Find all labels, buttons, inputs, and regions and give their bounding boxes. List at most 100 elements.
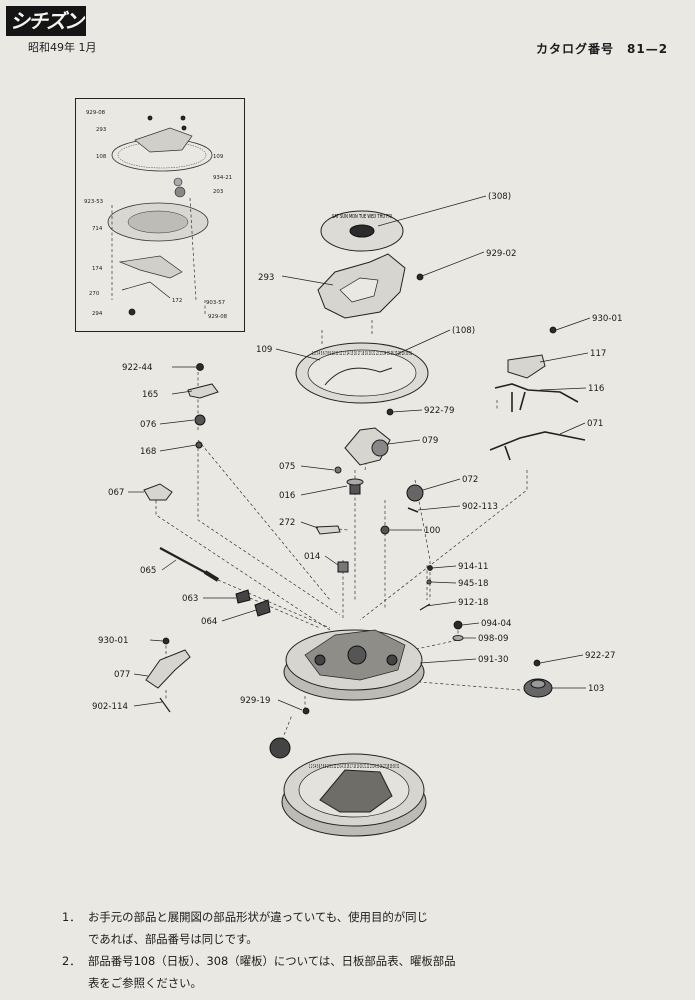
leader-lines (128, 195, 591, 711)
part-label: 071 (587, 419, 603, 429)
part-label: 063 (182, 594, 198, 604)
part-label: (308) (488, 192, 511, 202)
inset-labels: 929-08 293 108 109 934-21 203 923-53 714… (84, 110, 232, 320)
part-912-18 (419, 603, 431, 611)
part-label: 065 (140, 566, 156, 576)
brand-logo: シチズン (6, 6, 86, 36)
part-168 (195, 441, 203, 449)
part-label: 117 (590, 349, 606, 359)
part-label: 293 (258, 273, 274, 283)
document-date: 昭和49年 1月 (28, 41, 97, 54)
part-067 (143, 483, 173, 501)
part-label: 922-27 (585, 651, 615, 661)
part-label: 929-02 (486, 249, 516, 259)
inset-label: 923-53 (84, 199, 103, 205)
part-label: 077 (114, 670, 130, 680)
part-label: 945-18 (458, 579, 488, 589)
part-064 (254, 599, 271, 617)
part-094-04 (453, 620, 463, 630)
part-label: (108) (452, 326, 475, 336)
part-label: 014 (304, 552, 320, 562)
footnote-line: お手元の部品と展開図の部品形状が違っていても、使用目的が同じ (88, 910, 428, 924)
footnote-1: 1． お手元の部品と展開図の部品形状が違っていても、使用目的が同じ であれば、部… (62, 906, 456, 950)
footnote-number: 1． (62, 910, 81, 924)
inset-label: 294 (92, 311, 103, 317)
footnote-number: 2． (62, 954, 81, 968)
assembly-guide-lines (155, 320, 528, 746)
part-label: 075 (279, 462, 295, 472)
part-label: 016 (279, 491, 295, 501)
part-308-day-wheel: SAT SUN MON TUE WED THU FRI (320, 210, 404, 252)
inset-label: 270 (89, 291, 100, 297)
part-165 (187, 383, 219, 399)
inset-label: 172 (172, 298, 182, 304)
catalog-number: カタログ番号 81—2 (536, 42, 669, 56)
part-label: 930-01 (98, 636, 128, 646)
part-272 (315, 525, 341, 535)
part-label: 064 (201, 617, 217, 627)
part-902-113 (407, 507, 419, 513)
part-076-wheel (194, 414, 206, 426)
inset-overview-frame (75, 98, 245, 332)
footnotes: 1． お手元の部品と展開図の部品形状が違っていても、使用目的が同じ であれば、部… (62, 906, 456, 994)
inset-label: 108 (96, 154, 107, 160)
inset-drawing (107, 115, 213, 316)
part-label: 079 (422, 436, 438, 446)
part-117 (507, 354, 546, 379)
inset-label: 929-08 (86, 110, 106, 116)
part-108-date-wheel: 1 2 3 4 5 6 7 8 9 10 11 12 13 14 15 16 1… (295, 342, 429, 404)
screw-914-11 (427, 565, 433, 571)
part-091-30-main-movement (283, 629, 425, 701)
part-077 (145, 649, 191, 689)
part-labels: (308) 929-02 293 (108) 930-01 922-44 109… (92, 192, 622, 712)
inset-label: 903-57 (206, 300, 225, 306)
part-label: 067 (108, 488, 124, 498)
inset-label: 293 (96, 127, 106, 133)
footnote-line: 表をご参照ください。 (88, 976, 202, 990)
part-label: 272 (279, 518, 295, 528)
part-label: 100 (424, 526, 440, 536)
screw-922-44 (196, 363, 204, 371)
screw-945-18 (426, 579, 432, 585)
footnote-2: 2． 部品番号108（日板）、308（曜板）については、日板部品表、曜板部品 表… (62, 950, 456, 994)
part-063 (235, 589, 251, 604)
assembled-date-text: 1 2 3 4 5 6 7 8 9 10 11 12 13 14 15 16 1… (309, 764, 399, 770)
part-label: 072 (462, 475, 478, 485)
part-label: 914-11 (458, 562, 488, 572)
inset-label: 174 (92, 266, 103, 272)
screw-930-01-left (162, 637, 170, 645)
screw-929-19 (302, 707, 310, 715)
inset-label: 934-21 (213, 175, 232, 181)
part-label: 929-19 (240, 696, 270, 706)
part-label: 103 (588, 684, 604, 694)
screw-929-02 (416, 273, 424, 281)
part-071 (489, 431, 586, 461)
part-label: 922-79 (424, 406, 454, 416)
part-072-wheel (406, 484, 424, 502)
part-label: 091-30 (478, 655, 508, 665)
part-label: 116 (588, 384, 604, 394)
part-label: 098-09 (478, 634, 508, 644)
part-label: 922-44 (122, 363, 152, 373)
footnote-line: 部品番号108（日板）、308（曜板）については、日板部品表、曜板部品 (88, 954, 456, 968)
part-065-stem (159, 547, 211, 576)
date-wheel-text: 1 2 3 4 5 6 7 8 9 10 11 12 13 14 15 16 1… (312, 351, 412, 357)
assembled-movement-view: 1 2 3 4 5 6 7 8 9 10 11 12 13 14 15 16 1… (269, 737, 427, 837)
inset-label: 203 (213, 189, 223, 195)
part-label: 902-114 (92, 702, 128, 712)
screw-922-27 (533, 659, 541, 667)
inset-label: 929-08 (208, 314, 228, 320)
part-label: 168 (140, 447, 156, 457)
part-902-114 (159, 697, 171, 713)
part-116-spring (494, 383, 579, 412)
part-098-09 (452, 635, 464, 641)
part-label: 109 (256, 345, 272, 355)
part-label: 902-113 (462, 502, 498, 512)
part-label: 094-04 (481, 619, 511, 629)
day-wheel-text: SAT SUN MON TUE WED THU FRI (332, 214, 392, 220)
footnote-line: であれば、部品番号は同じです。 (88, 932, 258, 946)
part-label: 912-18 (458, 598, 488, 608)
part-014 (337, 561, 349, 573)
part-label: 076 (140, 420, 156, 430)
